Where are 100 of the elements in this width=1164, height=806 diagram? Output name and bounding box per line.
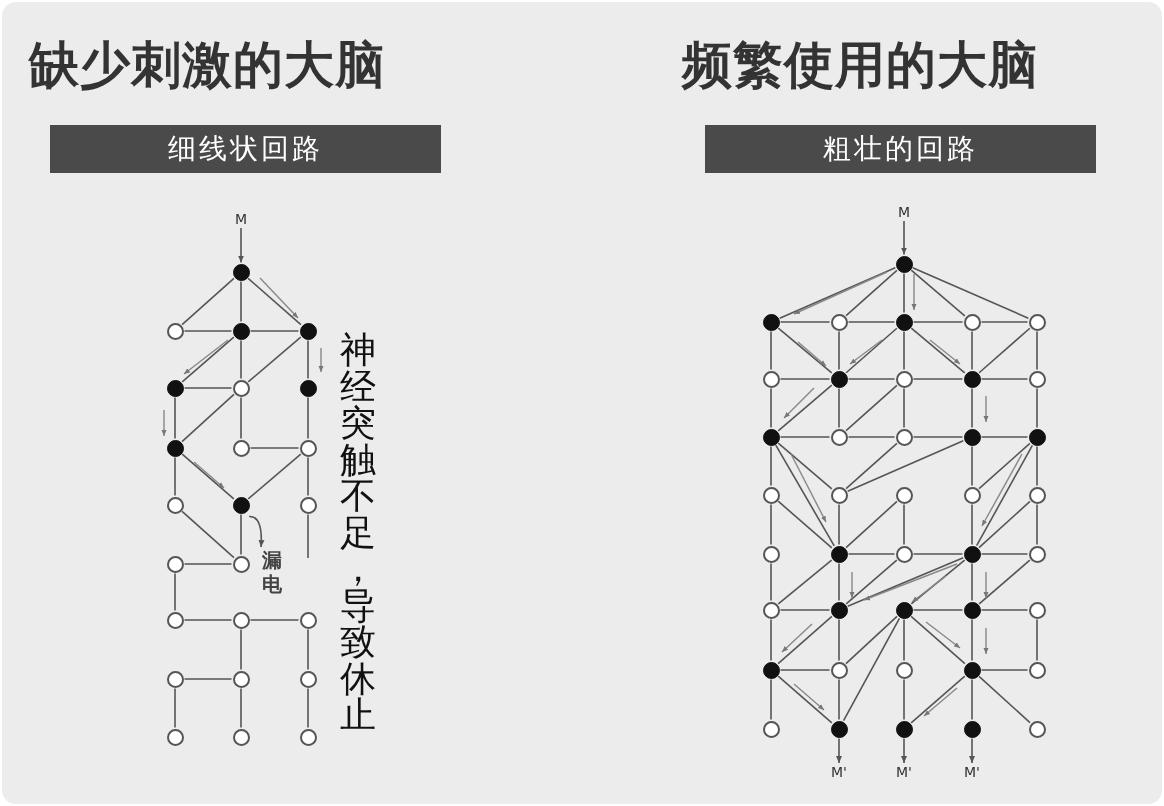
connector-line [980,669,1029,671]
arrow [836,737,842,764]
connector-line [779,436,831,438]
connector-line [847,321,896,323]
active-neuron [963,601,981,619]
arrow [969,737,975,764]
inactive-neuron [1028,545,1046,563]
connector-line [971,503,973,546]
connector-line [777,559,833,605]
connector-line [174,572,176,612]
connector-line [980,378,1029,380]
inactive-neuron [232,439,250,457]
connector-line [912,436,964,438]
connector-line [971,330,973,371]
connector-line [980,321,1029,323]
connector-line [240,396,242,440]
inactive-neuron [232,670,250,688]
inactive-neuron [1028,486,1046,504]
active-neuron [762,313,780,331]
connector-line [774,444,836,547]
connector-line [910,615,966,665]
connector-line [777,327,833,374]
connector-line [842,617,901,722]
inactive-neuron [166,611,184,629]
connector-line [838,678,840,721]
connector-line [912,321,964,323]
connector-line [770,330,772,371]
inactive-neuron [232,555,250,573]
connector-line [247,453,302,500]
inactive-neuron [166,728,184,746]
inactive-neuron [895,545,913,563]
inactive-neuron [299,496,317,514]
connector-line [770,503,772,546]
inactive-neuron [895,661,913,679]
arrow [238,227,244,264]
connector-line [307,456,309,497]
connector-line [779,669,831,671]
connector-line [249,619,300,621]
active-neuron [963,720,981,738]
panel-title: 频繁使用的大脑 [682,35,1039,96]
active-neuron [830,545,848,563]
active-neuron [232,496,250,514]
active-neuron [895,255,913,273]
active-neuron [895,720,913,738]
inactive-neuron [299,611,317,629]
connector-line [980,436,1029,438]
connector-line [181,393,235,443]
inactive-neuron [166,555,184,573]
connector-line [903,618,905,662]
connector-line [240,513,242,556]
connector-line [845,327,898,374]
inactive-neuron [762,370,780,388]
inactive-neuron [1028,370,1046,388]
inactive-neuron [762,545,780,563]
connector-line [240,687,242,729]
connector-line [247,336,302,383]
inactive-neuron [166,670,184,688]
connector-line [779,378,831,380]
connector-line [971,387,973,429]
connector-line [912,609,964,611]
connector-line [838,330,840,371]
inactive-neuron [830,428,848,446]
connector-line [1036,503,1038,546]
connector-line [845,615,898,665]
inactive-neuron [1028,601,1046,619]
connector-line [978,500,1031,549]
connector-line [838,562,840,602]
connector-line [240,628,242,671]
connector-line [903,387,905,429]
connector-line [174,456,176,497]
connector-line [183,387,233,389]
active-neuron [232,322,250,340]
inactive-neuron [299,728,317,746]
connector-line [779,609,831,611]
inactive-neuron [1028,661,1046,679]
inactive-neuron [166,322,184,340]
connector-line [247,277,302,326]
inactive-neuron [232,728,250,746]
arrow [901,220,907,256]
connector-line [307,339,309,380]
connector-line [903,330,905,371]
connector-line [1036,330,1038,371]
connector-line [978,675,1031,724]
active-neuron [762,661,780,679]
connector-line [174,687,176,729]
inactive-neuron [830,313,848,331]
connector-line [181,336,235,383]
connector-line [240,280,242,323]
connector-line [846,440,965,492]
leak-label: 漏电 [262,548,284,596]
connector-line [174,396,176,440]
connector-line [912,378,964,380]
inactive-neuron [830,486,848,504]
connector-line [910,327,966,374]
connector-line [845,384,898,432]
connector-line [910,559,966,605]
connector-line [838,387,840,429]
connector-line [980,553,1029,555]
connector-line [971,562,973,602]
connector-line [978,327,1031,374]
